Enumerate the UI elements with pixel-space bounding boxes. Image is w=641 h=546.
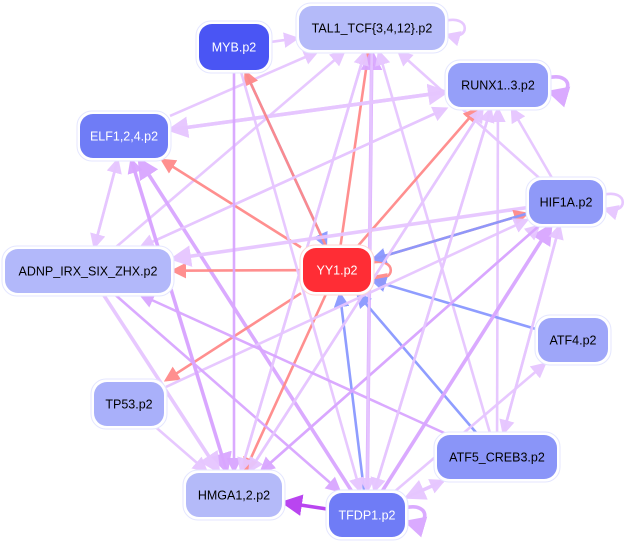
node-box: [303, 248, 371, 292]
node-label: TFDP1.p2: [339, 508, 396, 522]
edge-hif1a-to-hif1a: [602, 192, 624, 221]
edge-myb-to-tal1: [270, 32, 300, 48]
node-box: [186, 473, 282, 517]
node-label: TP53.p2: [105, 397, 152, 411]
edge-runx-to-adnp: [138, 107, 447, 249]
node-tfdp1[interactable]: TFDP1.p2: [325, 489, 409, 541]
node-box: [448, 63, 548, 107]
node-yy1[interactable]: YY1.p2: [299, 244, 375, 296]
node-myb[interactable]: MYB.p2: [195, 20, 273, 74]
node-box: [299, 6, 445, 50]
node-runx[interactable]: RUNX1..3.p2: [444, 59, 552, 111]
edge-elf-to-hmga: [129, 159, 232, 475]
edge-atf4-to-yy1: [370, 276, 537, 331]
edge-hif1a-to-hmga: [259, 225, 540, 473]
node-atf5[interactable]: ATF5_CREB3.p2: [433, 431, 561, 483]
edge-tfdp1-to-elf: [137, 156, 354, 492]
node-hmga[interactable]: HMGA1,2.p2: [182, 469, 286, 521]
node-label: ELF1,2,4.p2: [90, 129, 158, 143]
edge-yy1-to-adnp: [170, 262, 302, 279]
edge-tal1-to-tal1: [444, 18, 466, 47]
node-label: HIF1A.p2: [540, 195, 593, 209]
edge-tfdp1-to-atf4: [394, 362, 547, 492]
edge-tfdp1-to-atf5: [406, 479, 446, 499]
node-label: ATF4.p2: [549, 333, 596, 347]
node-box: [538, 318, 608, 362]
node-label: MYB.p2: [212, 40, 257, 54]
node-box: [529, 180, 603, 224]
edge-tp53-to-hmga: [155, 427, 209, 473]
edge-adnp-to-tfdp1: [114, 294, 342, 493]
edge-runx-to-runx: [546, 75, 571, 108]
edge-runx-to-elf: [166, 90, 447, 138]
edge-tfdp1-to-hif1a: [380, 222, 553, 492]
edge-adnp-to-tal1: [115, 50, 346, 248]
node-box: [5, 249, 171, 293]
edge-tfdp1-to-tfdp1: [403, 505, 428, 538]
node-hif1a[interactable]: HIF1A.p2: [525, 176, 607, 228]
nodes-layer: TAL1_TCF{3,4,12}.p2MYB.p2RUNX1..3.p2ELF1…: [1, 2, 612, 541]
node-tp53[interactable]: TP53.p2: [90, 378, 168, 430]
edge-atf5-to-adnp: [138, 293, 445, 435]
node-atf4[interactable]: ATF4.p2: [534, 314, 612, 366]
node-label: YY1.p2: [316, 263, 357, 277]
node-box: [94, 382, 164, 426]
edge-tfdp1-to-hmga: [280, 494, 328, 516]
node-label: ATF5_CREB3.p2: [449, 450, 545, 464]
node-label: HMGA1,2.p2: [198, 488, 270, 502]
node-label: RUNX1..3.p2: [461, 78, 535, 92]
node-label: TAL1_TCF{3,4,12}.p2: [312, 21, 433, 35]
edge-yy1-to-runx: [356, 107, 479, 247]
node-box: [329, 493, 405, 537]
edge-atf5-to-yy1: [355, 292, 478, 434]
edge-elf-to-adnp: [90, 159, 119, 250]
node-label: ADNP_IRX_SIX_ZHX.p2: [19, 264, 158, 278]
edge-hif1a-to-runx: [510, 106, 554, 179]
node-box: [437, 435, 557, 479]
edge-runx-to-tfdp1: [370, 108, 492, 494]
edge-hif1a-to-yy1: [370, 212, 528, 264]
edge-yy1-to-myb: [243, 69, 328, 247]
edge-tp53-to-hif1a: [165, 218, 530, 389]
node-tal1[interactable]: TAL1_TCF{3,4,12}.p2: [295, 2, 449, 54]
node-box: [80, 114, 168, 158]
node-box: [199, 24, 269, 70]
edge-hif1a-to-atf5: [499, 225, 561, 436]
edge-atf5-to-runx: [490, 106, 506, 434]
node-adnp[interactable]: ADNP_IRX_SIX_ZHX.p2: [1, 245, 175, 297]
node-elf[interactable]: ELF1,2,4.p2: [76, 110, 172, 162]
edge-atf5-to-tal1: [375, 49, 492, 434]
edge-hif1a-to-adnp: [169, 205, 528, 267]
edge-yy1-to-elf: [159, 158, 302, 249]
